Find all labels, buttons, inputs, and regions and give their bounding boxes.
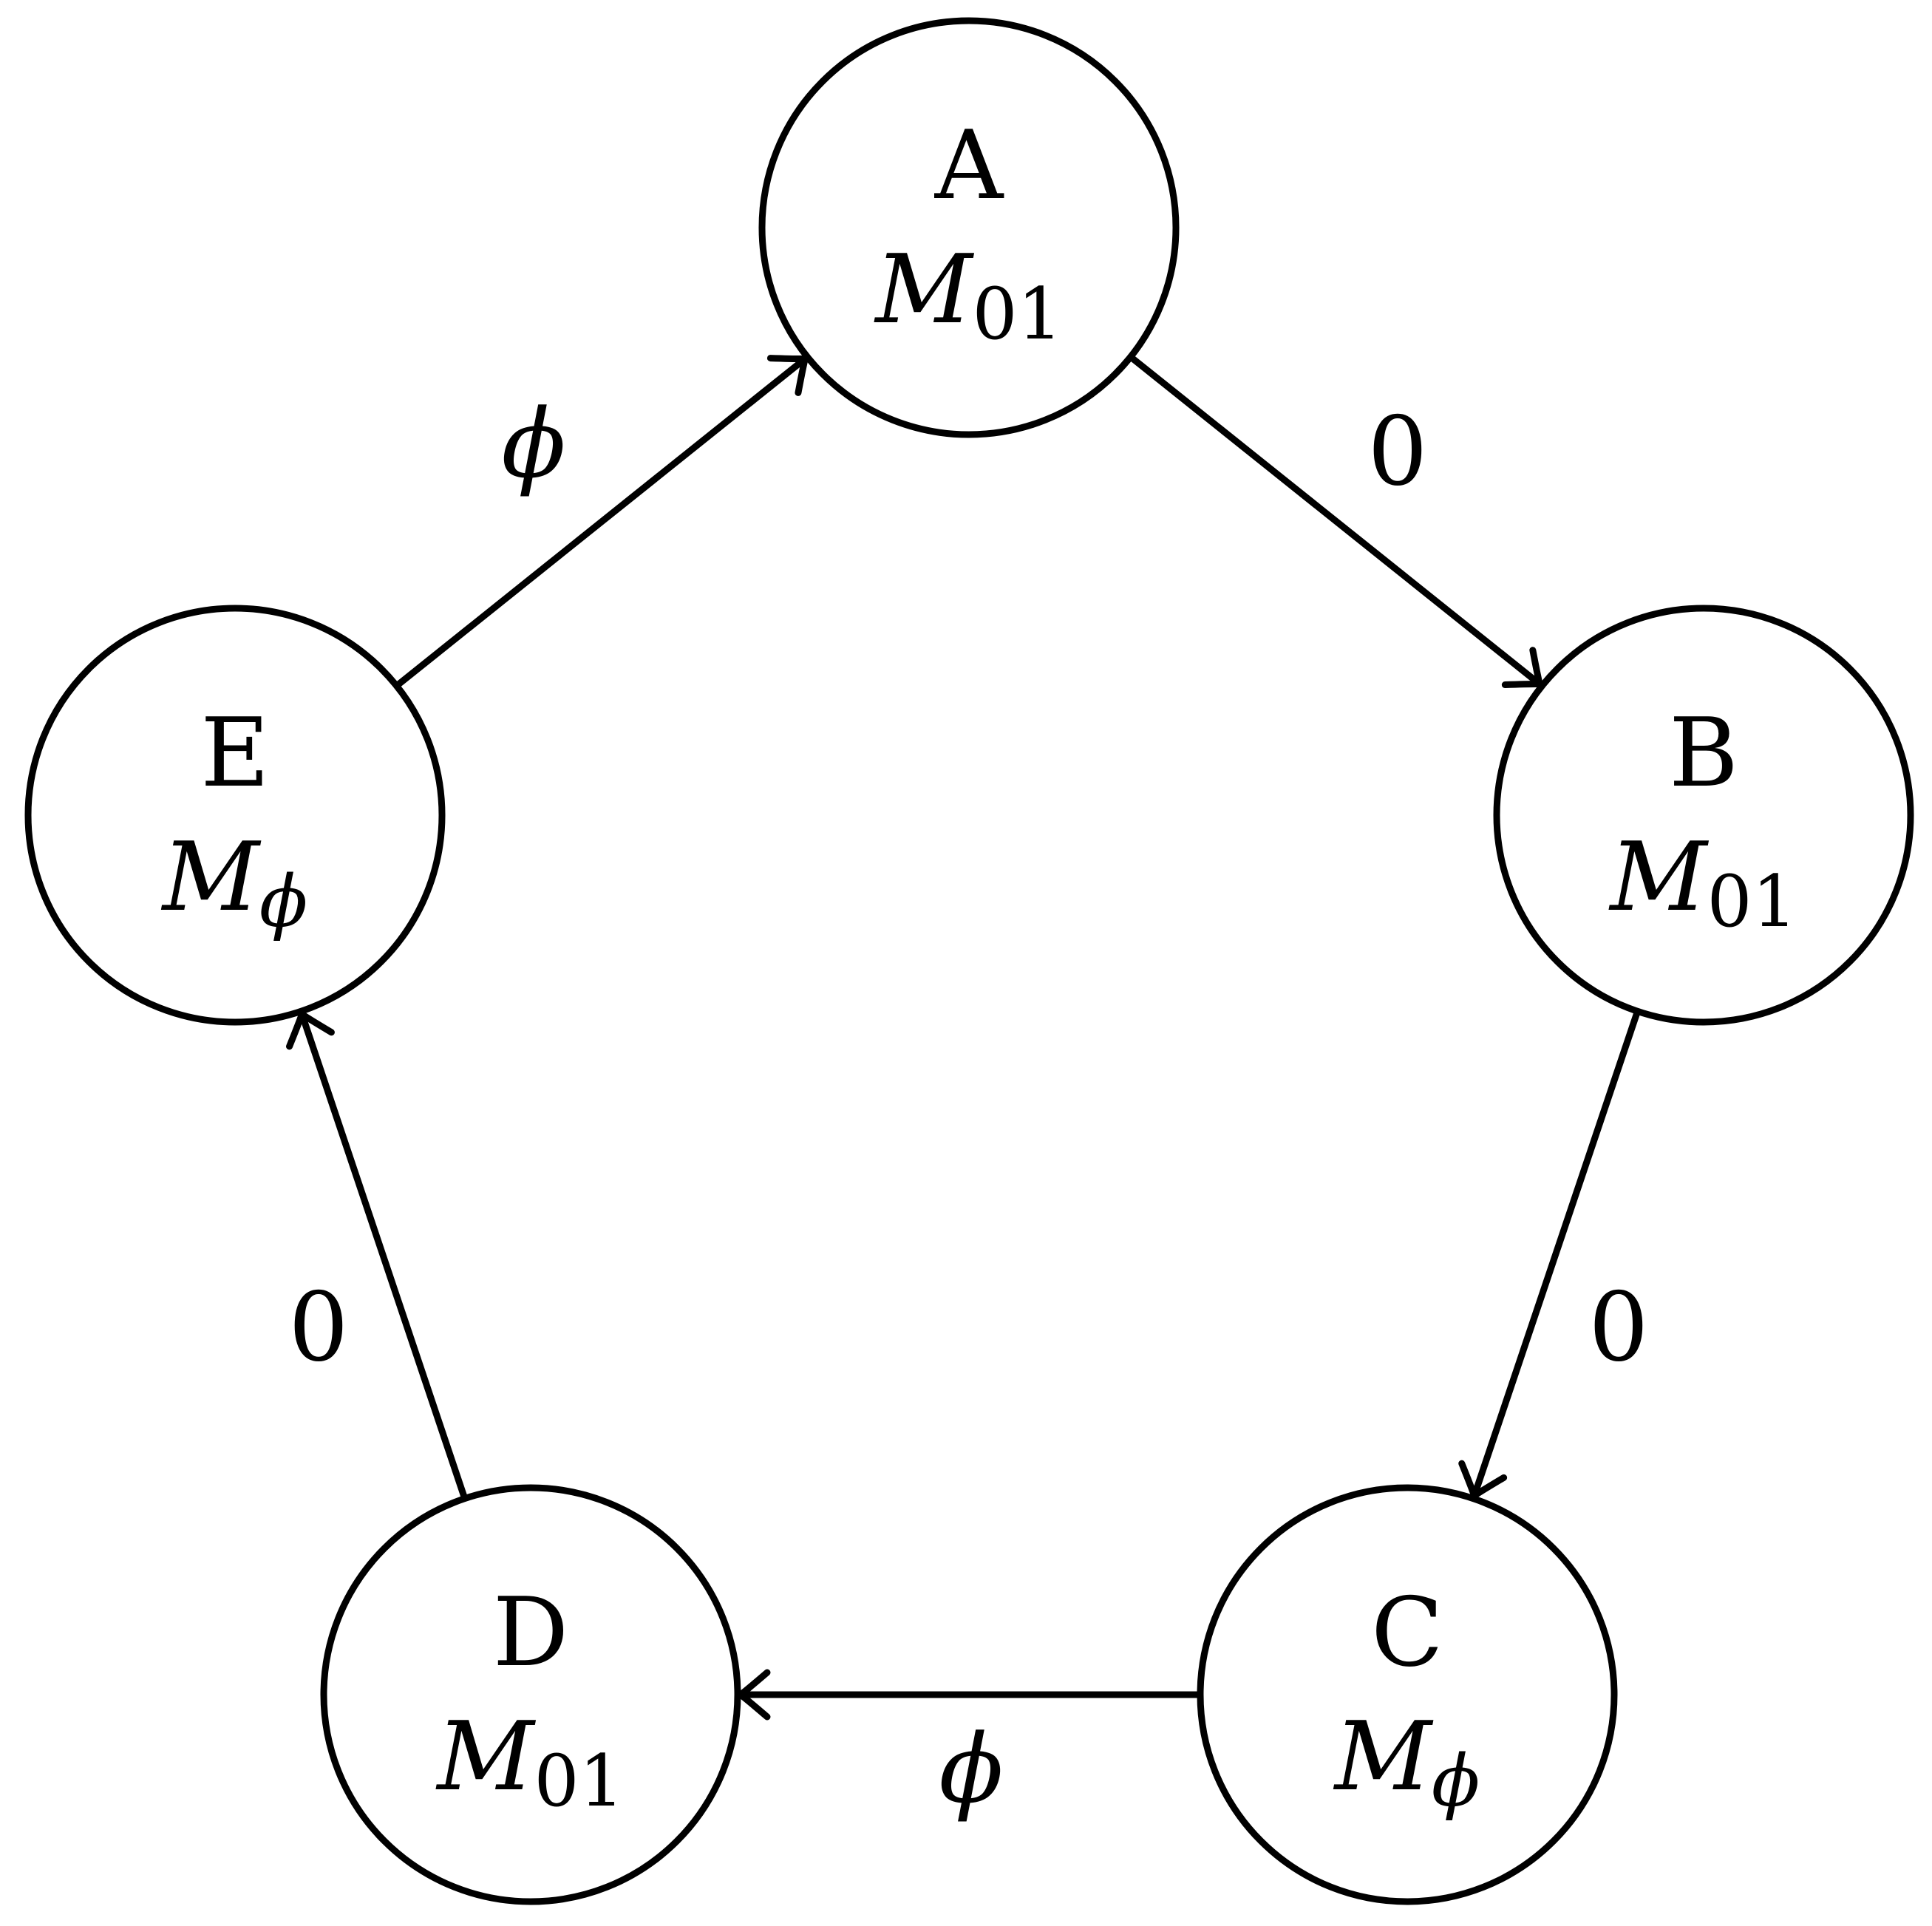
node-circle <box>24 605 446 1026</box>
node-c: CMϕ <box>1197 1484 1618 1905</box>
edge-e-a <box>394 355 809 689</box>
machine-symbol: M <box>874 235 974 345</box>
edge-a-b <box>1128 354 1543 689</box>
node-machine-label: M01 <box>874 235 1062 355</box>
edge-line <box>299 1013 469 1500</box>
edge-labels: 0 0 ϕ 0 ϕ <box>288 389 1648 1825</box>
edge-label-b-c: 0 <box>1588 1273 1648 1383</box>
machine-symbol: M <box>1333 1702 1434 1812</box>
machine-symbol: M <box>435 1702 536 1812</box>
node-machine-label: M01 <box>1608 823 1797 943</box>
node-machine-label: Mϕ <box>161 823 308 943</box>
machine-subscript: ϕ <box>259 860 307 943</box>
node-machine-label: Mϕ <box>1333 1702 1480 1823</box>
machine-subscript: 01 <box>1707 860 1797 943</box>
edges <box>286 354 1641 1721</box>
node-name: A <box>934 111 1004 221</box>
node-name: D <box>493 1578 569 1688</box>
edge-line <box>1471 1010 1641 1497</box>
edge-c-d <box>737 1669 1200 1721</box>
machine-symbol: M <box>1608 823 1709 933</box>
edge-b-c <box>1458 1010 1641 1500</box>
edge-label-c-d: ϕ <box>939 1715 1003 1825</box>
node-e: EMϕ <box>24 605 446 1026</box>
machine-subscript: 01 <box>534 1740 624 1823</box>
node-name: B <box>1669 698 1738 809</box>
node-name: C <box>1371 1578 1443 1688</box>
node-name: E <box>200 698 269 809</box>
node-circle <box>1197 1484 1618 1905</box>
node-circle <box>758 17 1180 438</box>
edge-label-a-b: 0 <box>1367 397 1427 507</box>
edge-label-e-a: ϕ <box>501 389 565 500</box>
machine-subscript: 01 <box>972 273 1062 355</box>
machine-subscript: ϕ <box>1432 1740 1480 1823</box>
edge-d-e <box>286 1010 469 1500</box>
edge-line <box>394 355 808 689</box>
node-machine-label: M01 <box>435 1702 624 1823</box>
node-circle <box>1493 605 1914 1026</box>
machine-symbol: M <box>161 823 262 933</box>
edge-line <box>1128 354 1542 687</box>
node-circle <box>320 1484 741 1905</box>
edge-label-d-e: 0 <box>288 1273 348 1383</box>
